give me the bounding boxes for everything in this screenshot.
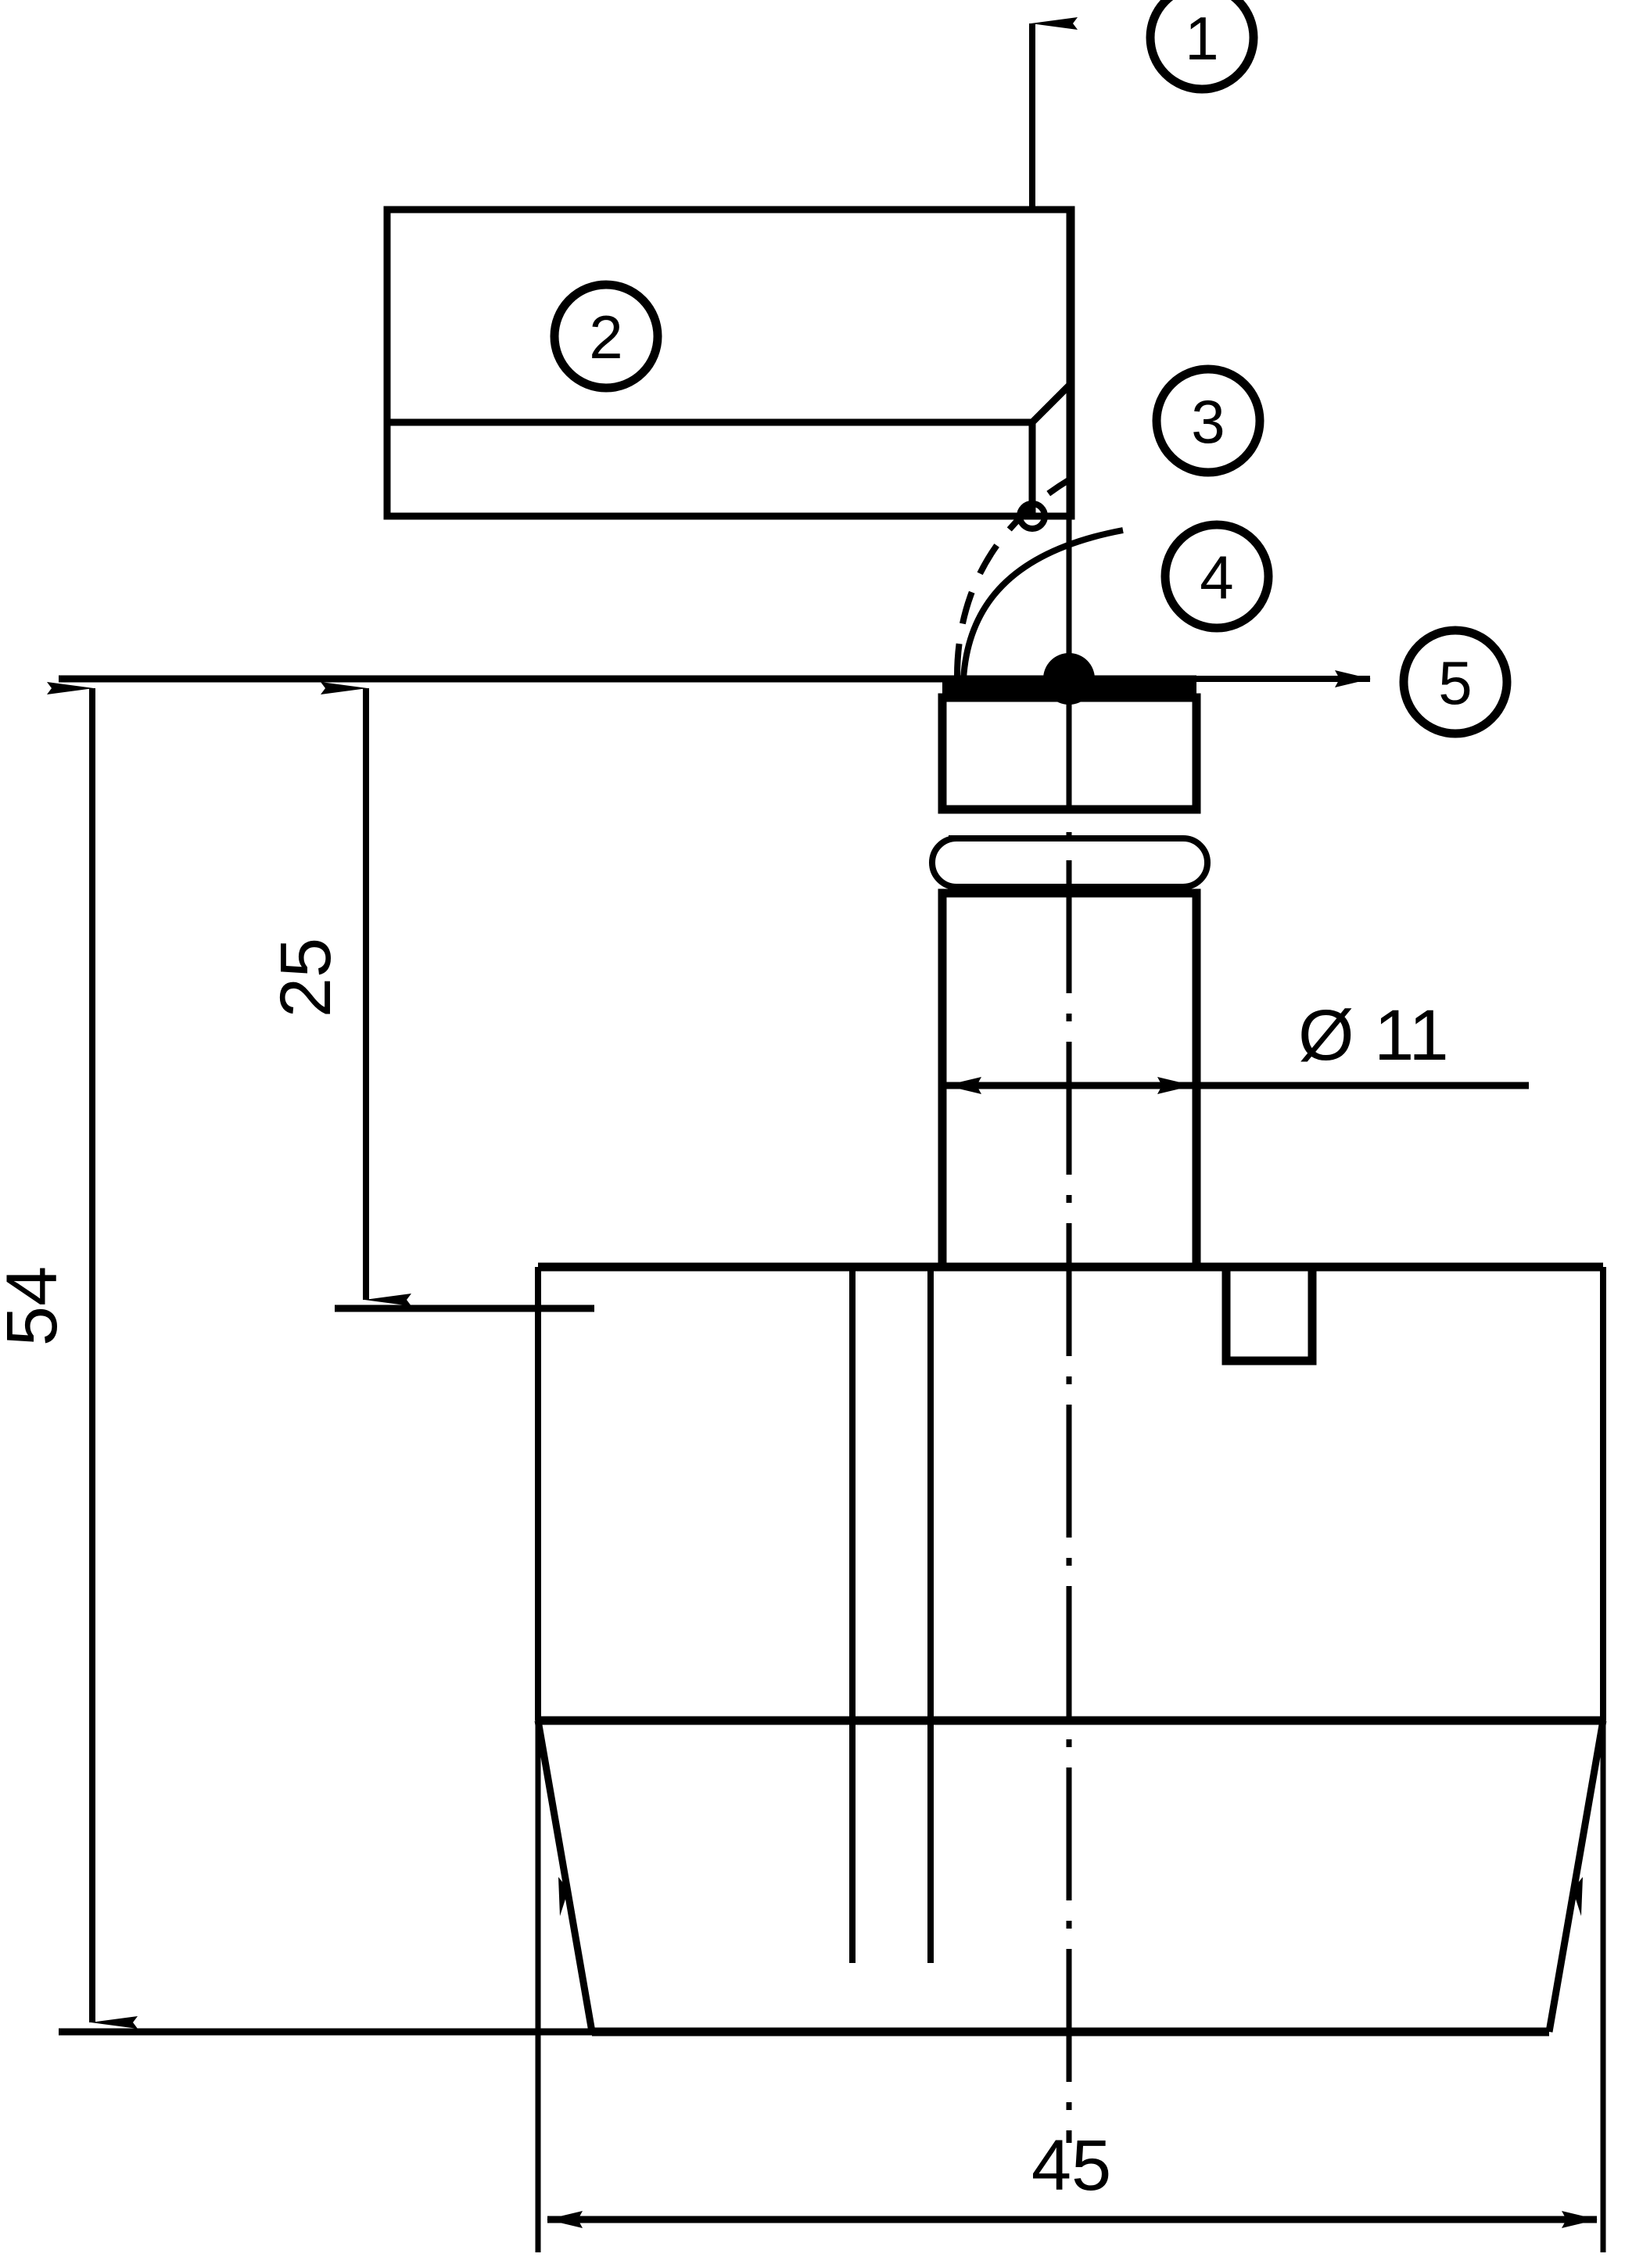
taper-marker-left [558, 1877, 569, 1916]
sensor-cap-body [938, 693, 1201, 814]
balloon-5-circle[interactable] [1399, 626, 1512, 738]
taper-marker-right [1573, 1877, 1583, 1916]
balloon-2[interactable]: 2 [550, 280, 662, 393]
balloon-1-label: 1 [1185, 4, 1218, 73]
swing-arc-dashed [954, 476, 1072, 677]
balloon-4-circle[interactable] [1160, 520, 1273, 633]
dimension-25-text: 25 [266, 938, 346, 1017]
balloon-5[interactable]: 5 [1399, 626, 1512, 738]
swing-arc-dashed-path [954, 476, 1072, 677]
dimension-45-text: 45 [1031, 2126, 1111, 2205]
balloon-2-label: 2 [589, 303, 622, 371]
balloon-4[interactable]: 4 [1160, 520, 1273, 633]
dimension-25: 25 [266, 682, 594, 1312]
dimension-45: 45 [535, 1721, 1606, 2252]
swing-arc-solid [960, 527, 1124, 680]
balloon-3[interactable]: 3 [1152, 364, 1264, 477]
balloon-2-circle[interactable] [550, 280, 662, 393]
upper-bracket-outline [383, 206, 1075, 520]
swing-arc-solid-path [960, 527, 1124, 680]
balloon-5-label: 5 [1438, 648, 1472, 717]
dimension-diameter-11: Ø 11 [945, 996, 1529, 1094]
main-body-taper-left [534, 1720, 596, 2033]
main-body-taper-right [1545, 1720, 1607, 2033]
balloon-4-label: 4 [1200, 543, 1233, 612]
upper-bracket [383, 206, 1075, 520]
balloon-1-circle[interactable] [1146, 0, 1258, 94]
keyway-notch-outline [1221, 1267, 1317, 1365]
dimension-54-text: 54 [0, 1266, 72, 1346]
keyway-notch [1221, 1267, 1317, 1365]
dimension-11-text: Ø 11 [1298, 996, 1449, 1075]
balloon-3-label: 3 [1191, 387, 1225, 456]
balloon-3-circle[interactable] [1152, 364, 1264, 477]
upper-bracket-chamfer [1029, 380, 1074, 425]
balloon-1[interactable]: 1 [1146, 0, 1258, 94]
dimension-54: 54 [0, 675, 1196, 2036]
